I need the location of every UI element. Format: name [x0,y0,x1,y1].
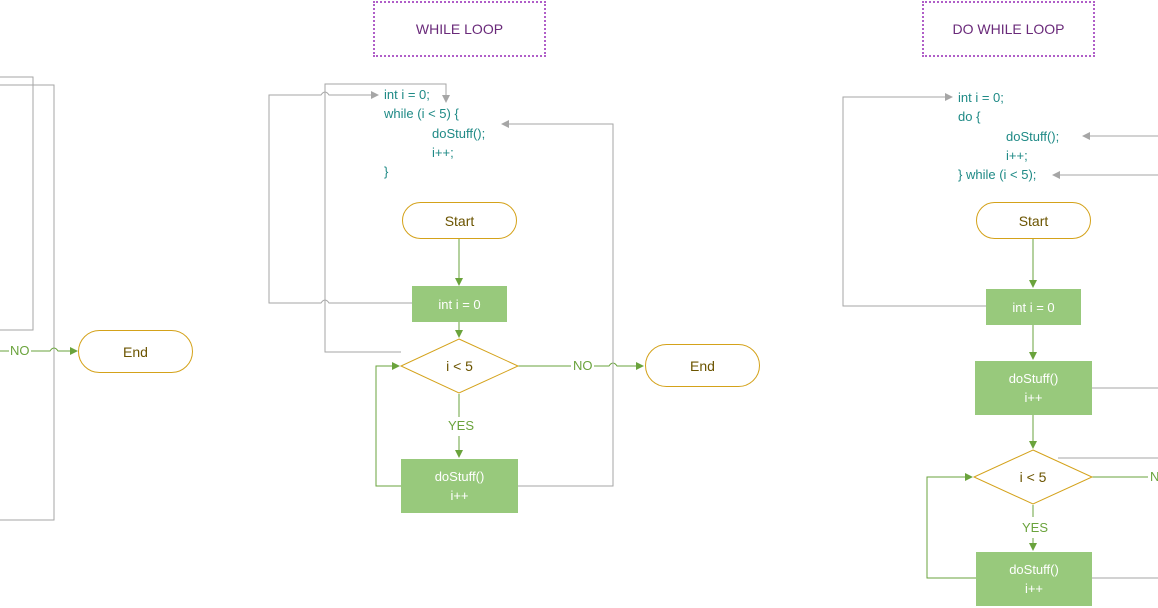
while-init-process: int i = 0 [412,286,507,322]
left-end-terminal: End [78,330,193,373]
while-code-line-4: i++; [432,145,454,160]
while-body-ref-arrow [501,120,614,487]
dowhile-no-label: N [1149,469,1158,484]
while-no-label: NO [572,358,594,373]
while-body-loopback [375,362,401,487]
dowhile-start-terminal: Start [976,202,1091,239]
dowhile-decision-diamond [972,449,1094,505]
while-code-line-3: doStuff(); [432,126,486,141]
dowhile-reference-connectors [842,93,1158,579]
dowhile-body2-loopback [926,473,976,579]
while-init-ref-arrow [268,91,412,304]
left-no-label: NO [9,343,31,358]
dowhile-yes-label: YES [1021,520,1050,535]
while-end-terminal: End [645,344,760,387]
dowhile-body2-process: doStuff() i++ [976,552,1092,606]
while-flow-connectors [375,238,644,487]
left-reference-line-2 [0,84,55,521]
while-reference-connectors [268,83,614,487]
while-yes-label: YES [447,418,476,433]
dowhile-body-line-2: i++ [1024,390,1043,405]
dowhile-body2-line-1: doStuff() [1009,562,1059,577]
dowhile-init-ref-arrow [842,93,986,307]
dowhile-code-line-4: i++; [1006,148,1028,163]
while-code-line-1: int i = 0; [384,87,430,102]
dowhile-code-line-1: int i = 0; [958,90,1004,105]
while-start-terminal: Start [402,202,517,239]
dowhile-loop-title: DO WHILE LOOP [922,1,1095,57]
while-cond-ref-arrow [324,83,450,353]
while-code-line-2: while (i < 5) { [384,106,459,121]
left-no-arrow [0,347,78,355]
dowhile-code-line-3: doStuff(); [1006,129,1060,144]
while-loop-title: WHILE LOOP [373,1,546,57]
while-body-process: doStuff() i++ [401,459,518,513]
dowhile-code-line-5: } while (i < 5); [958,167,1037,182]
while-decision-diamond [399,338,520,394]
dowhile-condition-label: i < 5 [1019,469,1047,485]
while-body-line-1: doStuff() [434,469,485,484]
dowhile-init-process: int i = 0 [986,289,1081,325]
dowhile-flow-connectors [926,238,1148,579]
dowhile-body2-line-2: i++ [1024,581,1044,596]
while-body-line-2: i++ [450,488,469,503]
dowhile-body-process: doStuff() i++ [975,361,1092,415]
left-partial-connectors [0,76,78,521]
while-code-line-5: } [384,164,389,179]
while-condition-label: i < 5 [446,358,473,374]
while-init-label: int i = 0 [438,296,481,312]
dowhile-init-label: int i = 0 [1012,299,1055,315]
dowhile-body-line-1: doStuff() [1008,371,1059,386]
while-no-to-end [594,362,644,370]
dowhile-code-line-2: do { [958,109,981,124]
left-reference-line-1 [0,76,34,331]
